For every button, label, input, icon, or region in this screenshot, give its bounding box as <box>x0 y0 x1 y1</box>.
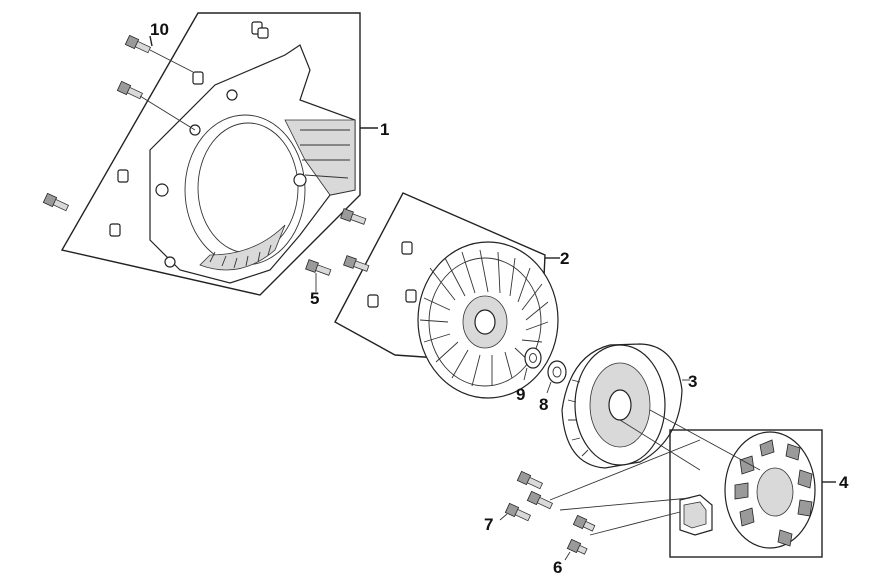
label-part-9: 9 <box>516 385 525 404</box>
label-part-3: 3 <box>688 372 697 391</box>
part-4-stator-group <box>549 409 823 558</box>
label-part-4: 4 <box>839 473 849 492</box>
parts-8-9-washer-nut <box>523 347 567 394</box>
label-part-2: 2 <box>560 249 569 268</box>
part-1-fan-cover-group <box>60 12 361 296</box>
label-part-1: 1 <box>380 120 389 139</box>
label-part-6: 6 <box>553 558 562 577</box>
part-2-cooling-fan-group <box>334 192 559 399</box>
label-part-5: 5 <box>310 289 319 308</box>
leader-lines <box>149 35 836 483</box>
part-10-bolts <box>42 34 196 212</box>
part-3-flywheel-rotor <box>561 343 690 469</box>
label-part-7: 7 <box>484 515 493 534</box>
part-5-bolts <box>305 208 370 292</box>
parts-6-7-bolts <box>499 470 596 561</box>
part-1-frame <box>60 12 361 296</box>
part-4-frame <box>669 429 823 558</box>
label-part-10: 10 <box>150 20 169 39</box>
label-part-8: 8 <box>539 395 548 414</box>
